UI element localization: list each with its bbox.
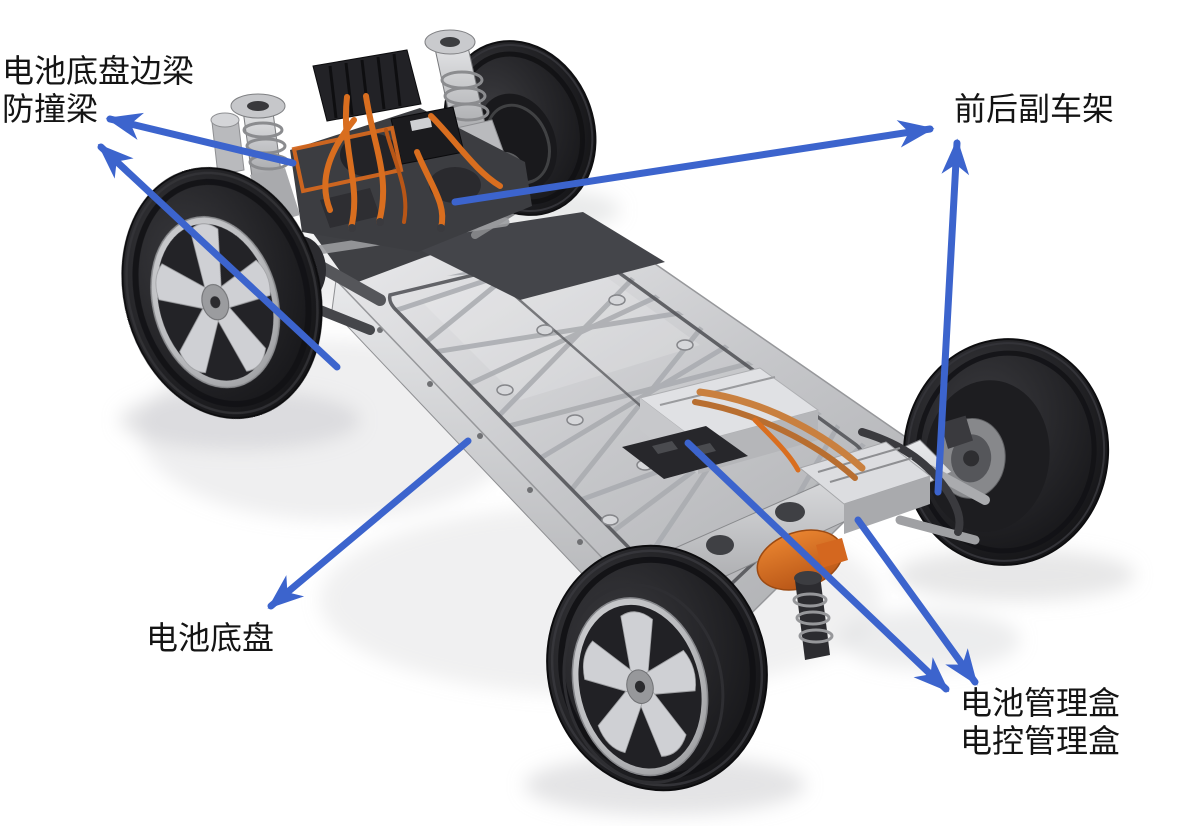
arrow-battery-management-box xyxy=(684,439,950,693)
arrow-subframe-rear xyxy=(934,138,970,496)
wheel-spokes xyxy=(155,223,271,374)
front-motor-assembly xyxy=(290,49,532,252)
front-left-wheel xyxy=(121,167,323,419)
label-front-rear-subframe: 前后副车架 xyxy=(954,91,1115,127)
rear-left-wheel xyxy=(546,544,768,792)
label-battery-chassis-side-beam: 电池底盘边梁 xyxy=(2,53,195,89)
rear-shock xyxy=(792,571,834,660)
hv-cables xyxy=(322,93,503,231)
arrow-side-beam xyxy=(97,143,341,371)
rear-subframe-assembly xyxy=(622,367,990,660)
arrow-anti-collision-beam xyxy=(105,112,297,167)
pcb-module xyxy=(622,426,748,479)
sway-bar xyxy=(858,428,964,536)
brake-caliper xyxy=(940,415,974,449)
arrow-subframe-front xyxy=(451,120,935,206)
wheel-spokes xyxy=(582,611,696,757)
label-battery-chassis: 电池底盘 xyxy=(146,620,275,656)
label-battery-management-box: 电池管理盒 xyxy=(960,685,1121,721)
ecu-management-box xyxy=(798,441,932,534)
copper-cables xyxy=(692,388,866,481)
label-ecu-management-box: 电控管理盒 xyxy=(960,723,1121,759)
arrow-ecu-management-box xyxy=(854,516,979,686)
inverter-box xyxy=(312,49,422,122)
label-anti-collision-beam: 防撞梁 xyxy=(2,91,99,127)
orange-cable-loop xyxy=(291,125,404,194)
arrow-battery-chassis xyxy=(267,437,472,610)
